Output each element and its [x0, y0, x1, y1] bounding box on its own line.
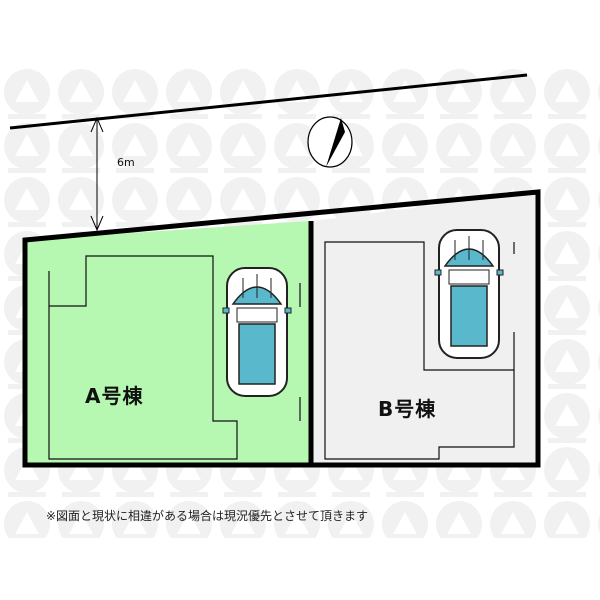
car-a-icon	[222, 267, 292, 397]
building-b-outline	[324, 241, 515, 460]
building-a-outline	[48, 255, 301, 460]
lot-b	[312, 192, 538, 465]
distance-arrow	[90, 116, 104, 232]
lot-boundary	[22, 189, 541, 468]
compass-north-icon	[307, 116, 353, 168]
car-b-icon	[434, 229, 504, 359]
lot-b-label: B号棟	[378, 397, 437, 421]
disclaimer-note: ※図面と現状に相違がある場合は現況優先とさせて頂きます	[46, 509, 369, 523]
lot-a-label: A号棟	[85, 384, 144, 408]
road-width-label: 6m	[117, 156, 135, 169]
